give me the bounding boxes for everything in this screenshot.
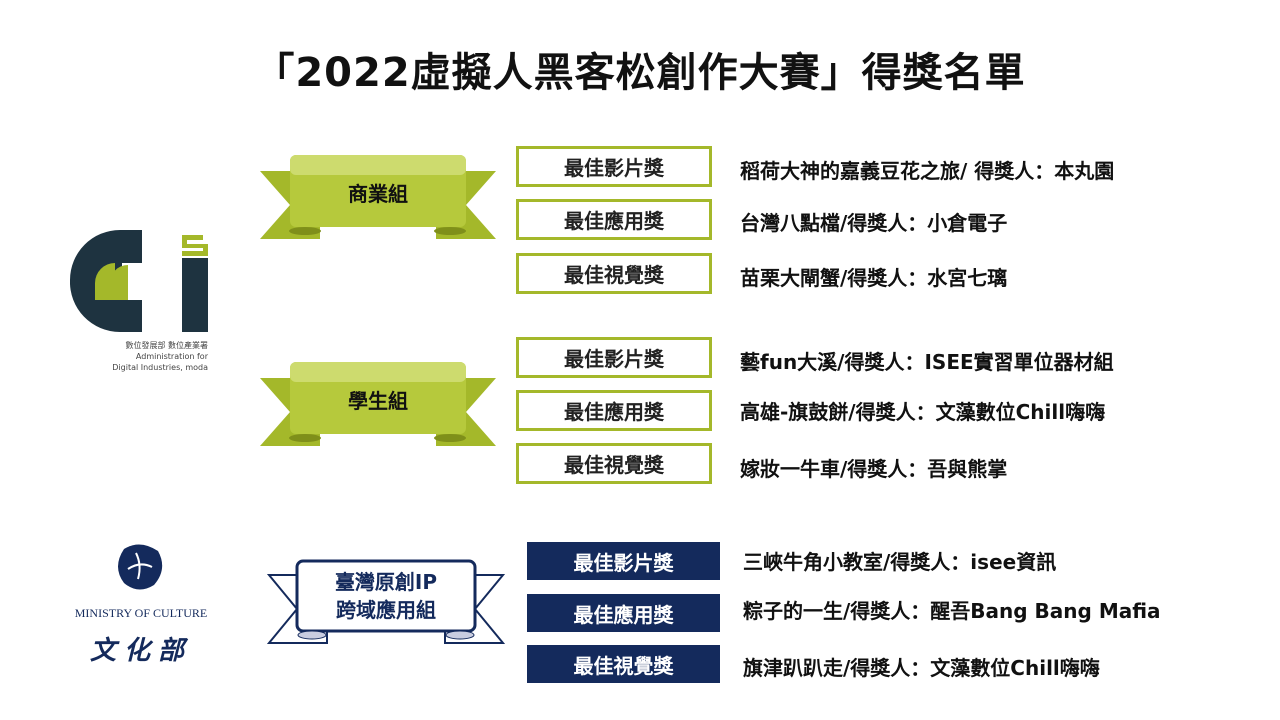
group-label-business: 商業組 [348,182,408,206]
adi-logo-en2: Digital Industries, moda [112,363,208,372]
adi-logo-mark [70,230,208,332]
ribbon-student [260,362,496,446]
winner-text: 粽子的一生/得獎人：醒吾Bang Bang Mafia [743,599,1161,623]
award-label: 最佳影片獎 [527,542,720,580]
winner-text: 高雄-旗鼓餅/得獎人：文藻數位Chill嗨嗨 [740,400,1106,424]
adi-logo-zh: 數位發展部 數位產業署 [125,341,208,350]
award-label: 最佳影片獎 [516,337,712,378]
award-label: 最佳應用獎 [527,594,720,632]
winner-text: 三峽牛角小教室/得獎人：isee資訊 [743,550,1057,574]
award-label: 最佳應用獎 [516,390,712,431]
award-label: 最佳視覺獎 [516,253,712,294]
group-label-student: 學生組 [348,389,408,413]
winner-text: 稻荷大神的嘉義豆花之旅/ 得獎人：本丸園 [740,159,1115,183]
group-label-ip-line2: 跨域應用組 [336,598,436,622]
moc-emblem-icon [118,544,163,590]
winner-text: 苗栗大閘蟹/得獎人：水宮七璃 [740,266,1008,290]
award-label: 最佳影片獎 [516,146,712,187]
adi-logo-en1: Administration for [135,352,208,361]
group-label-ip-line1: 臺灣原創IP [334,570,438,594]
award-label: 最佳視覺獎 [527,645,720,683]
ribbon-ip [267,559,505,644]
winner-text: 藝fun大溪/得獎人：ISEE實習單位器材組 [740,350,1114,374]
winner-text: 台灣八點檔/得獎人：小倉電子 [740,211,1008,235]
winner-text: 嫁妝一牛車/得獎人：吾與熊掌 [740,457,1008,481]
moc-logo-zh: 文化部 [89,636,192,666]
page-title: 「2022虛擬人黑客松創作大賽」得獎名單 [254,50,1026,96]
moc-logo-en: MINISTRY OF CULTURE [74,606,208,620]
award-label: 最佳視覺獎 [516,443,712,484]
winner-text: 旗津趴趴走/得獎人：文藻數位Chill嗨嗨 [743,656,1100,680]
ribbon-business [260,155,496,239]
award-label: 最佳應用獎 [516,199,712,240]
